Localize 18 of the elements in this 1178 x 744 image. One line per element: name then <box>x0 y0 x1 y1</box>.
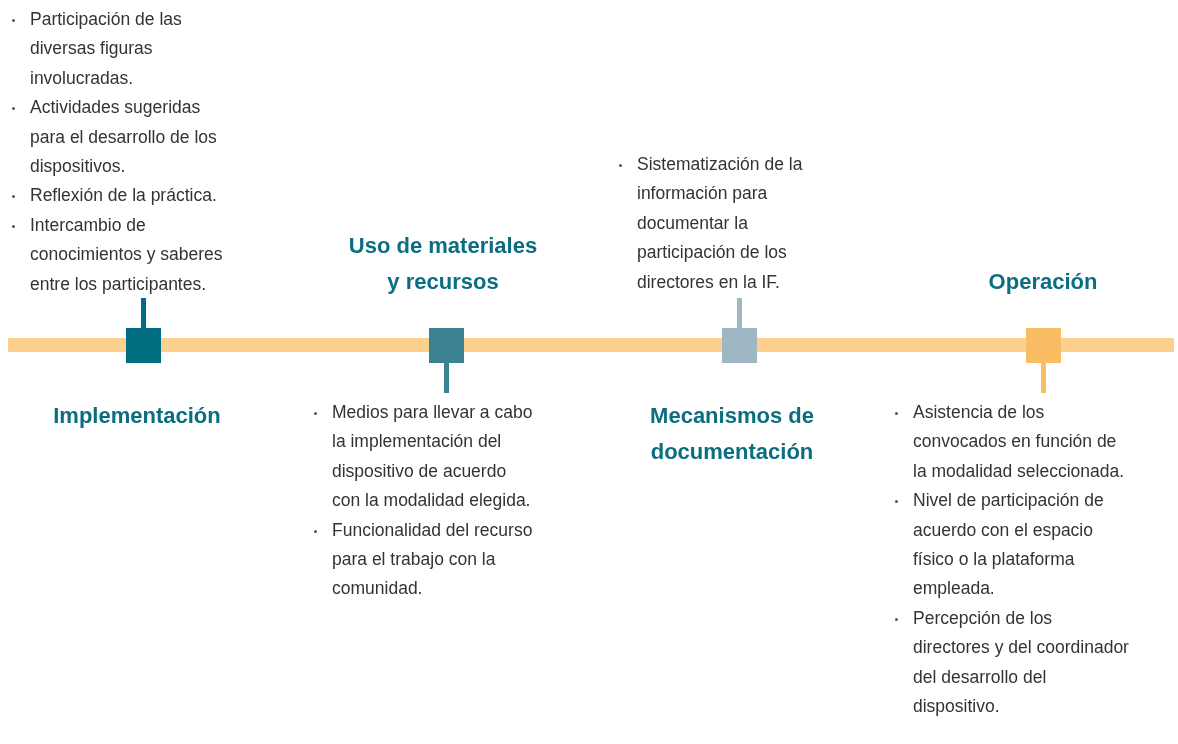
milestone-heading: Uso de materiales y recursos <box>348 232 538 296</box>
milestone-marker <box>1026 328 1061 363</box>
bullet-item: Medios para llevar a cabo la implementación del dispositivo de acuerdo con la modalidad elegida. <box>312 398 537 516</box>
bullet-item: Percepción de los directores y del coordinador del desarrollo del dispositivo. <box>893 603 1133 722</box>
milestone-marker <box>429 328 464 363</box>
bullet-item: Participación de las diversas figuras involucradas. <box>10 5 225 94</box>
bullet-item: Actividades sugeridas para el desarrollo de los dispositivos. <box>10 93 225 182</box>
milestone-heading: Implementación <box>52 402 222 430</box>
bullet-item: Reflexión de la práctica. <box>10 181 225 211</box>
bullet-item: Intercambio de conocimientos y saberes entre los participantes. <box>10 210 225 300</box>
milestone-marker <box>126 328 161 363</box>
milestone-heading: Operación <box>987 268 1099 296</box>
milestone-marker <box>722 328 757 363</box>
bullet-item: Nivel de participación de acuerdo con el espacio físico o la plataforma empleada. <box>893 486 1133 604</box>
bullet-item: Sistematización de la información para documentar la participación de los directores en la IF. <box>617 150 812 298</box>
milestone-heading: Mecanismos de documentación <box>649 402 815 466</box>
bullet-item: Asistencia de los convocados en función de la modalidad seleccionada. <box>893 398 1133 487</box>
bullet-item: Funcionalidad del recurso para el trabajo con la comunidad. <box>312 515 537 604</box>
